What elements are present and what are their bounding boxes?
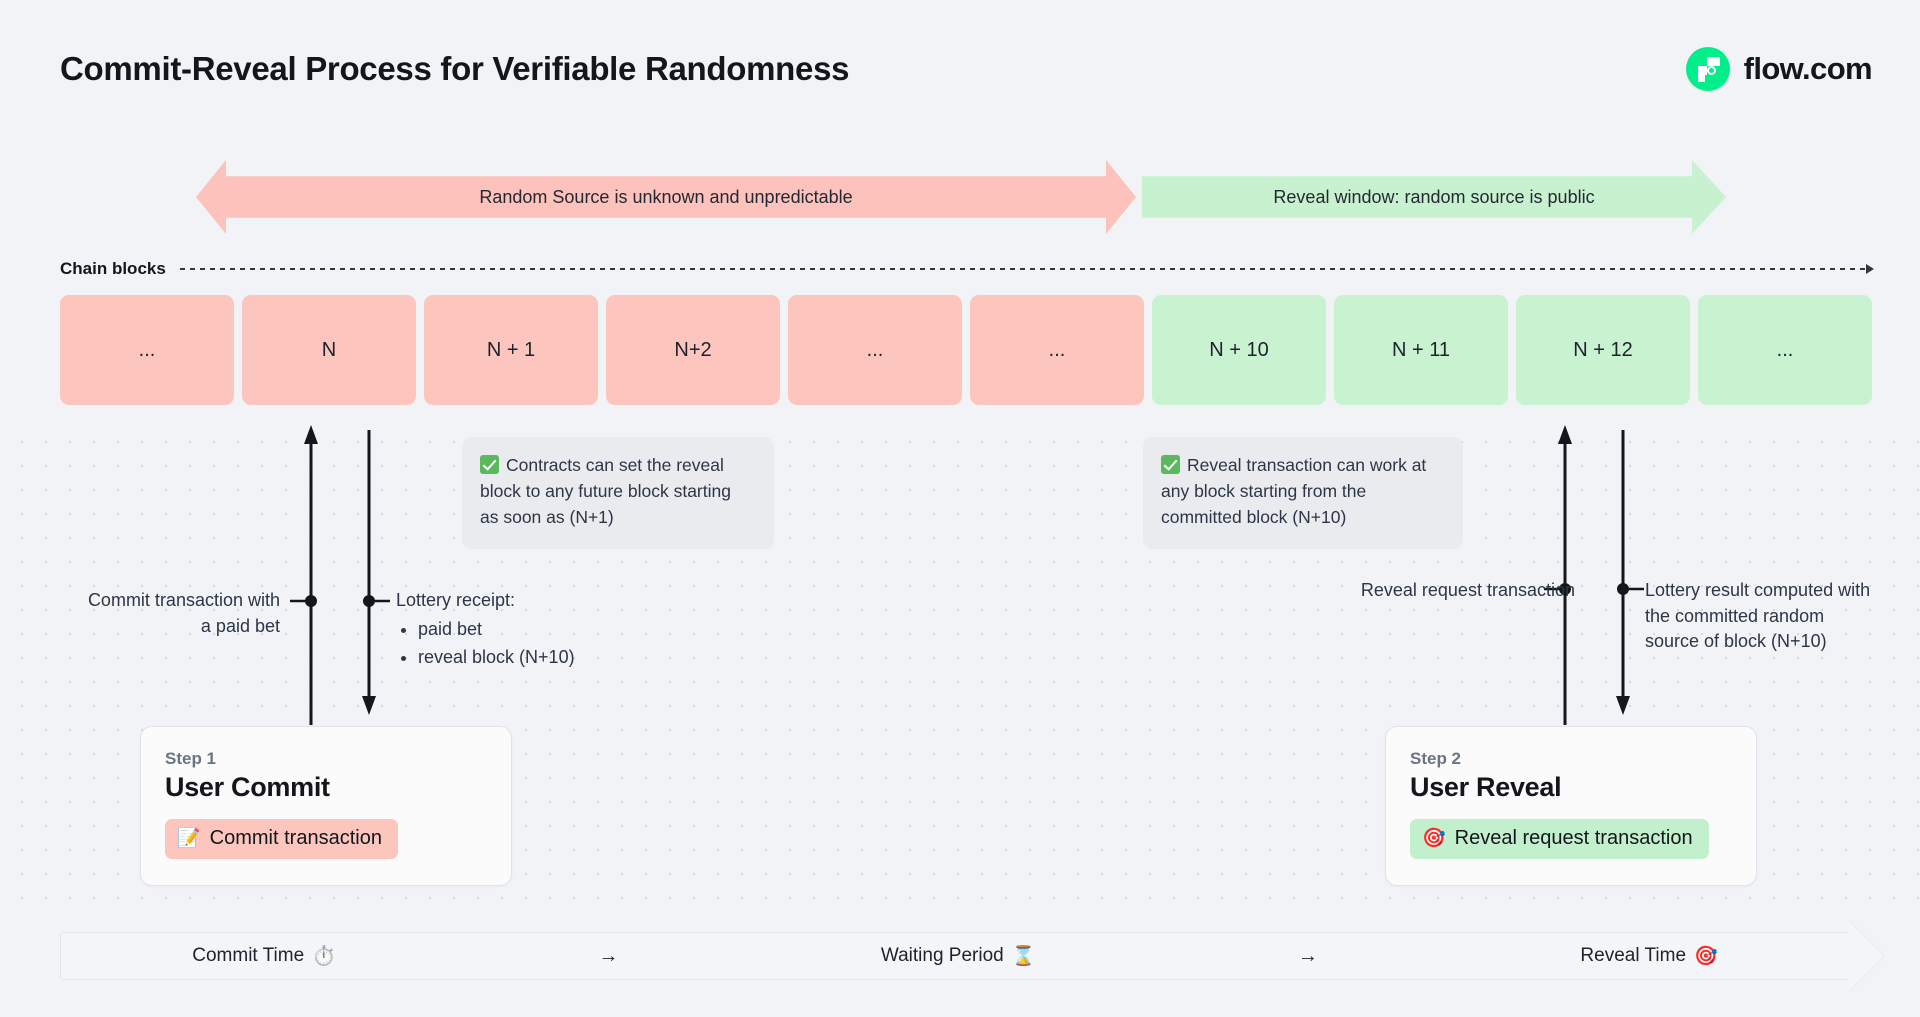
hourglass-icon: ⌛ — [1011, 945, 1036, 967]
stopwatch-icon: ⏱️ — [312, 945, 336, 967]
unknown-window-arrow: Random Source is unknown and unpredictab… — [196, 160, 1136, 234]
timeline-window-arrows: Random Source is unknown and unpredictab… — [196, 160, 1726, 234]
phase-commit-time: Commit Time ⏱️ — [192, 945, 336, 967]
page-header: Commit-Reveal Process for Verifiable Ran… — [60, 38, 1873, 100]
step-card-user-reveal[interactable]: Step 2 User Reveal 🎯 Reveal request tran… — [1385, 726, 1757, 886]
reveal-window-label: Reveal window: random source is public — [1273, 186, 1595, 207]
commit-transaction-annotation: Commit transaction with a paid bet — [87, 590, 280, 636]
lottery-receipt-item: paid bet — [418, 617, 656, 643]
chain-block-label: ... — [138, 338, 156, 361]
check-icon — [480, 455, 499, 474]
chain-block-label: N — [321, 338, 337, 361]
callout-left-text: Contracts can set the reveal block to an… — [480, 455, 731, 527]
phase-arrow-icon: → — [598, 944, 619, 967]
chain-block-label: ... — [1048, 338, 1066, 361]
reveal-request-pill[interactable]: 🎯 Reveal request transaction — [1410, 819, 1709, 859]
step-kicker: Step 1 — [165, 749, 217, 768]
lottery-result-annotation: Lottery result computed with the committ… — [1645, 580, 1871, 652]
callout-right-text: Reveal transaction can work at any block… — [1161, 455, 1427, 527]
lottery-receipt-annotation: Lottery receipt: paid bet reveal block (… — [396, 588, 656, 671]
chain-blocks-label: Chain blocks — [60, 259, 166, 278]
chain-block-label: N + 1 — [486, 338, 536, 361]
page-title: Commit-Reveal Process for Verifiable Ran… — [60, 50, 850, 87]
chain-block-label: ... — [1776, 338, 1794, 361]
chain-block[interactable]: N + 11 — [1334, 295, 1508, 405]
memo-icon: 📝 — [177, 828, 201, 849]
phase-timeline-bar: Commit Time ⏱️ → Waiting Period ⌛ → Reve… — [60, 932, 1850, 980]
target-icon: 🎯 — [1422, 828, 1446, 849]
phase-label: Reveal Time — [1580, 945, 1687, 966]
chain-block[interactable]: ... — [788, 295, 962, 405]
commit-transaction-pill[interactable]: 📝 Commit transaction — [165, 819, 398, 859]
phase-label: Waiting Period — [880, 945, 1004, 966]
chain-block[interactable]: N + 12 — [1516, 295, 1690, 405]
chain-block[interactable]: ... — [60, 295, 234, 405]
phase-bar-arrow-tip — [1848, 920, 1884, 992]
chain-block[interactable]: ... — [1698, 295, 1872, 405]
chain-block[interactable]: N+2 — [606, 295, 780, 405]
pill-label: Reveal request transaction — [1454, 827, 1693, 849]
reveal-request-annotation: Reveal request transaction — [1360, 580, 1575, 600]
phase-reveal-time: Reveal Time 🎯 — [1580, 945, 1717, 967]
chain-blocks-axis: Chain blocks — [60, 258, 1875, 280]
target-icon: 🎯 — [1694, 945, 1718, 967]
chain-block-label: N + 11 — [1392, 338, 1450, 361]
chain-block-label: ... — [866, 338, 884, 361]
phase-waiting-period: Waiting Period ⌛ — [881, 945, 1036, 967]
step-kicker: Step 2 — [1410, 749, 1462, 768]
chain-block[interactable]: N + 10 — [1152, 295, 1326, 405]
step-card-user-commit[interactable]: Step 1 User Commit 📝 Commit transaction — [140, 726, 512, 886]
chain-block-label: N + 12 — [1573, 338, 1633, 361]
lottery-receipt-title: Lottery receipt: — [396, 590, 516, 610]
unknown-window-label: Random Source is unknown and unpredictab… — [479, 186, 853, 207]
brand-name: flow.com — [1743, 51, 1873, 86]
chain-axis-dotted-line — [179, 264, 1875, 274]
chain-block-label: N+2 — [674, 338, 712, 361]
step-title: User Commit — [165, 772, 330, 802]
reveal-window-arrow: Reveal window: random source is public — [1142, 160, 1726, 234]
phase-label: Commit Time — [192, 945, 305, 966]
brand-logo: flow.com — [1685, 47, 1873, 91]
chain-block[interactable]: N + 1 — [424, 295, 598, 405]
chain-block[interactable]: ... — [970, 295, 1144, 405]
callout-commit-flexibility: Contracts can set the reveal block to an… — [462, 437, 774, 549]
flow-logo-icon — [1685, 47, 1730, 91]
lottery-receipt-item: reveal block (N+10) — [418, 645, 656, 671]
phase-arrow-icon: → — [1297, 944, 1318, 967]
chain-block[interactable]: N — [242, 295, 416, 405]
chain-block-row: ... N N + 1 N+2 ... ... N + 10 N + 11 N … — [60, 295, 1872, 405]
chain-block-label: N + 10 — [1209, 338, 1269, 361]
pill-label: Commit transaction — [209, 827, 382, 849]
step-title: User Reveal — [1410, 772, 1562, 802]
check-icon — [1161, 455, 1180, 474]
callout-reveal-flexibility: Reveal transaction can work at any block… — [1143, 437, 1463, 549]
